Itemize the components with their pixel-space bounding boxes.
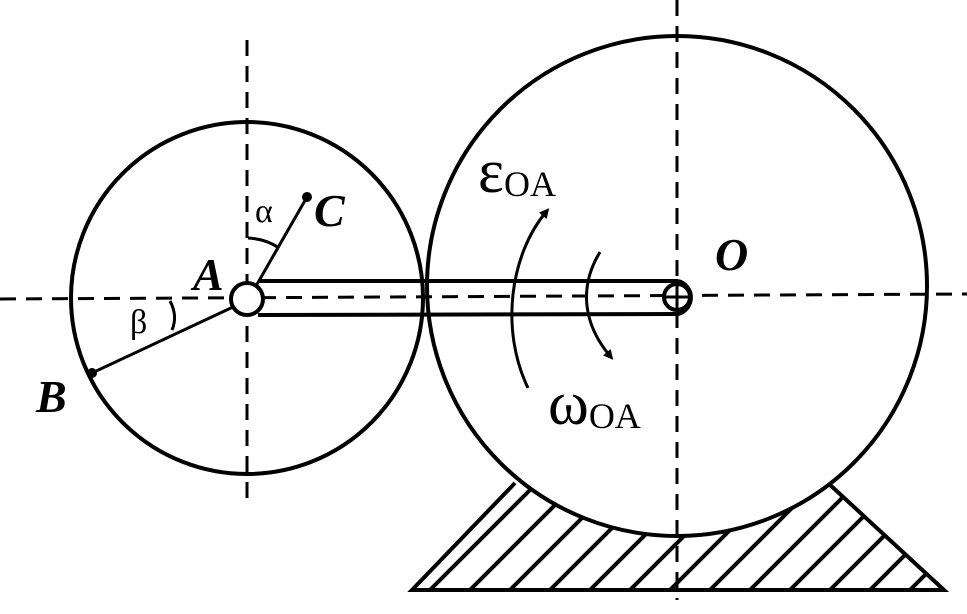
label-point-c: C [314,185,346,236]
fixed-support [407,481,950,592]
epsilon-arrow [510,208,550,389]
epsilon-subscript: OA [504,164,556,204]
radius-ac [254,196,309,287]
angle-alpha-arc [247,236,280,250]
support-outline [407,481,950,592]
crank-bottom-edge [257,312,679,317]
omega-arrow [585,251,614,360]
angle-beta-arc [168,300,177,331]
point-c [302,192,312,202]
pivot-a [229,281,265,317]
horizontal-center-line [0,292,967,301]
omega-symbol: ω [548,370,589,438]
epsilon-symbol: ε [478,138,504,206]
label-angle-beta: β [130,304,147,341]
radius-ab [91,305,234,375]
omega-subscript: OA [589,396,641,436]
label-angle-alpha: α [255,193,273,230]
label-epsilon-oa: εOA [478,138,556,206]
label-point-a: A [190,249,224,300]
point-b [87,368,97,378]
pivot-o [662,282,692,312]
label-point-o: O [715,229,748,280]
label-omega-oa: ωOA [548,370,641,438]
label-point-b: B [35,371,67,422]
